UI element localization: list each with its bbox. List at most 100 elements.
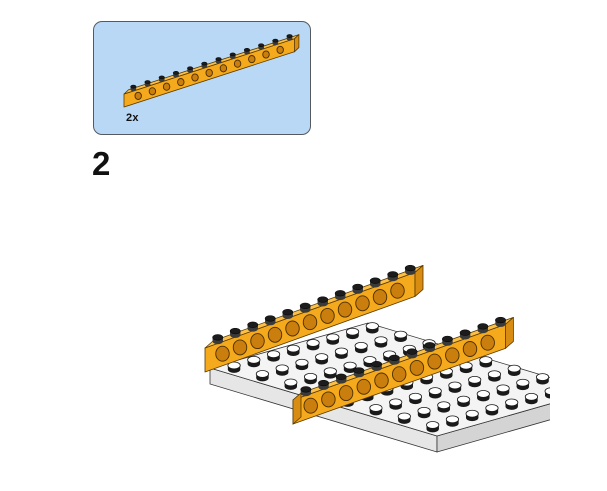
stud-top (258, 43, 265, 47)
stud-top (158, 75, 165, 80)
plate-stud-top (334, 347, 349, 356)
stud-top (317, 296, 329, 303)
stud-base (258, 46, 264, 50)
beam-hole (276, 45, 284, 54)
plate-stud-top (516, 378, 530, 387)
plate-stud-top (369, 404, 383, 412)
plate-stud-top (326, 333, 340, 342)
beam-hole (219, 64, 228, 73)
stud-base (173, 74, 179, 78)
plate-stud-top (428, 387, 442, 395)
plate-stud-top (323, 367, 337, 375)
plate-stud-top (476, 390, 490, 398)
beam-hole (409, 359, 425, 376)
stud-top (335, 373, 347, 380)
plate-stud-top (487, 370, 502, 378)
stud-base (130, 88, 137, 92)
stud-top (406, 348, 418, 355)
plate-stud-top (496, 384, 510, 393)
plate-stud-top (227, 361, 241, 370)
stud-top (229, 52, 236, 57)
stud-base (158, 78, 165, 82)
stud-base (286, 37, 293, 41)
stud-top (404, 264, 416, 272)
beam-hole (134, 91, 142, 100)
plate-stud-top (408, 392, 423, 401)
plate-stud-top (394, 330, 408, 339)
stud-base (215, 60, 222, 64)
beam-hole (390, 282, 405, 299)
stud-top (286, 34, 293, 38)
brick-end-face (414, 264, 424, 297)
beam-hole (303, 397, 318, 414)
stud-top (130, 84, 137, 89)
beam-hole (232, 339, 248, 356)
stud-base (272, 42, 279, 46)
stud-base (187, 69, 193, 73)
beam-hole (391, 366, 407, 383)
plate-stud-top (479, 356, 493, 364)
beam-hole (320, 307, 335, 324)
stud-base (201, 65, 208, 69)
stud-top (264, 315, 276, 322)
stud-top (477, 323, 489, 330)
beam-hole (250, 333, 265, 350)
plate-stud-top (247, 356, 261, 364)
stud-top (353, 367, 365, 374)
plate-stud-top (389, 398, 403, 407)
plate-stud-top (266, 350, 281, 358)
stud-top (187, 66, 194, 70)
stud-top (172, 71, 179, 75)
stud-top (282, 309, 294, 316)
beam-hole (374, 372, 389, 389)
plate-stud-top (306, 339, 320, 347)
plate-stud-top (448, 381, 462, 390)
plate-stud-top (397, 412, 411, 421)
plate-stud-top (284, 378, 298, 387)
stud-base (244, 51, 250, 55)
beam-hole (480, 334, 495, 351)
beam-hole (356, 378, 372, 395)
step-number: 2 (92, 145, 111, 182)
stud-base (144, 83, 151, 87)
beam-hole (462, 341, 478, 357)
plate-stud-top (286, 344, 300, 353)
stud-top (459, 329, 471, 336)
plate-stud-top (456, 395, 471, 404)
stud-top (352, 283, 364, 291)
stud-top (215, 57, 222, 61)
plate-stud-top (544, 387, 550, 395)
technic-brick-1x12-icon (123, 34, 300, 108)
stud-top (334, 290, 346, 297)
plate-stud-top (505, 398, 519, 407)
beam-hole (262, 50, 270, 59)
plate-stud-top (426, 421, 440, 429)
plate-stud-top (437, 401, 451, 409)
plate-stud-top (535, 373, 550, 381)
plate-stud-top (417, 407, 431, 415)
part-quantity-label: 2x (126, 112, 139, 124)
plate-stud-top (315, 353, 329, 361)
assembly-illustration (204, 264, 550, 453)
beam-hole (285, 320, 300, 337)
stud-top (212, 334, 224, 341)
plate-stud-top (354, 342, 368, 350)
plate-stud-top (445, 415, 460, 424)
stud-top (229, 327, 241, 335)
stud-top (247, 321, 259, 328)
beam-hole (302, 314, 318, 331)
plate-stud-top (524, 393, 539, 401)
plate-stud-top (485, 404, 499, 412)
beam-hole (445, 347, 460, 364)
stud-top (243, 48, 250, 52)
plate-stud-top (365, 322, 379, 330)
plate-stud-top (295, 358, 309, 367)
parts-callout: 2x (93, 21, 311, 135)
stud-top (424, 342, 436, 349)
beam-hole (321, 391, 336, 408)
stud-top (387, 271, 399, 278)
plate-stud-top (345, 327, 360, 336)
beam-hole (338, 385, 354, 402)
plate-stud-top (343, 361, 357, 370)
plate-stud-top (303, 373, 318, 381)
